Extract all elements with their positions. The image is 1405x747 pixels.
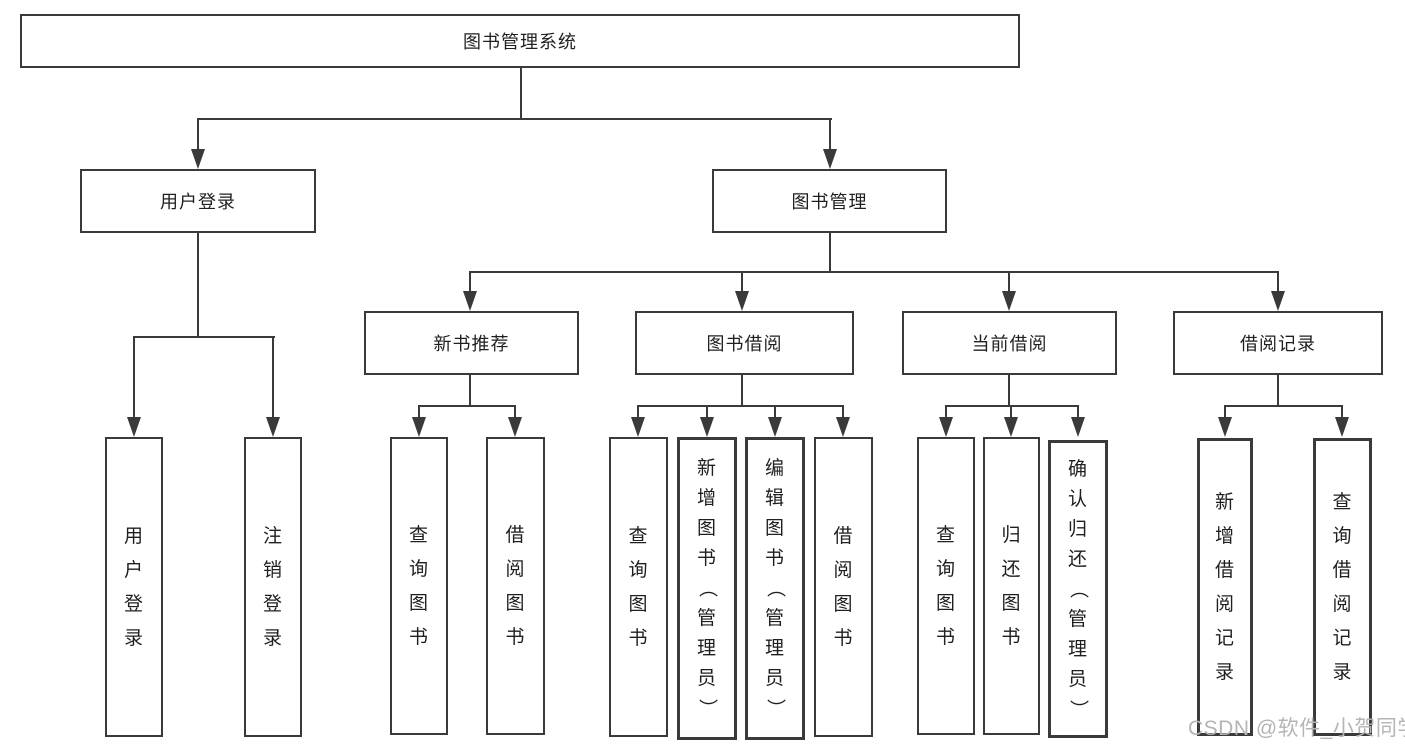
arrowhead-down <box>1004 417 1018 437</box>
connector-line <box>1224 405 1343 407</box>
leaf-user-login-label: 用户登录 <box>123 525 144 649</box>
connector-line <box>1008 271 1010 293</box>
connector-line <box>197 233 199 338</box>
connector-line <box>829 233 831 273</box>
connector-line <box>842 405 844 419</box>
leaf-query-books-current-label: 查询图书 <box>935 524 956 648</box>
leaf-query-books-rec: 查询图书 <box>390 437 448 735</box>
leaf-query-borrow-record-label: 查询借阅记录 <box>1332 491 1353 683</box>
node-root: 图书管理系统 <box>20 14 1020 68</box>
connector-line <box>1277 271 1279 293</box>
leaf-query-books-borrow: 查询图书 <box>609 437 668 737</box>
connector-line <box>418 405 420 419</box>
node-current-borrow-label: 当前借阅 <box>971 334 1048 354</box>
connector-line <box>469 271 471 293</box>
node-user-login-label: 用户登录 <box>160 192 236 212</box>
connector-line <box>197 118 199 151</box>
leaf-edit-book-admin-label: 编辑图书（管理员） <box>764 458 786 719</box>
connector-line <box>469 375 471 407</box>
arrowhead-down <box>735 291 749 311</box>
connector-line <box>945 405 947 419</box>
connector-line <box>272 336 274 419</box>
leaf-add-book-admin: 新增图书（管理员） <box>677 437 737 740</box>
arrowhead-down <box>1071 417 1085 437</box>
leaf-borrow-books-rec: 借阅图书 <box>486 437 545 735</box>
arrowhead-down <box>1335 417 1349 437</box>
leaf-query-books-current: 查询图书 <box>917 437 975 735</box>
connector-line <box>741 271 743 293</box>
leaf-query-books-borrow-label: 查询图书 <box>628 525 649 649</box>
arrowhead-down <box>1002 291 1016 311</box>
arrowhead-down <box>1271 291 1285 311</box>
arrowhead-down <box>191 149 205 169</box>
leaf-logout-label: 注销登录 <box>262 525 283 649</box>
arrowhead-down <box>463 291 477 311</box>
connector-line <box>1224 405 1226 419</box>
arrowhead-down <box>939 417 953 437</box>
node-new-book-rec: 新书推荐 <box>364 311 579 375</box>
connector-line <box>706 405 708 419</box>
connector-line <box>945 405 1079 407</box>
connector-line <box>1008 375 1010 407</box>
leaf-borrow-books-borrow: 借阅图书 <box>814 437 873 737</box>
leaf-return-book: 归还图书 <box>983 437 1040 735</box>
node-borrow-records-label: 借阅记录 <box>1240 334 1316 354</box>
leaf-confirm-return-admin-label: 确认归还（管理员） <box>1067 458 1089 720</box>
connector-line <box>741 375 743 407</box>
node-root-label: 图书管理系统 <box>463 32 577 52</box>
node-book-mgmt-label: 图书管理 <box>791 192 868 212</box>
node-book-borrow: 图书借阅 <box>635 311 854 375</box>
leaf-add-borrow-record: 新增借阅记录 <box>1197 438 1253 736</box>
node-new-book-rec-label: 新书推荐 <box>433 334 510 354</box>
connector-line <box>469 271 1279 273</box>
arrowhead-down <box>823 149 837 169</box>
arrowhead-down <box>412 417 426 437</box>
node-book-borrow-label: 图书借阅 <box>706 334 783 354</box>
arrowhead-down <box>768 417 782 437</box>
connector-line <box>1341 405 1343 419</box>
arrowhead-down <box>127 417 141 437</box>
connector-line <box>774 405 776 419</box>
connector-line <box>514 405 516 419</box>
leaf-user-login: 用户登录 <box>105 437 163 737</box>
connector-line <box>133 336 275 338</box>
leaf-add-borrow-record-label: 新增借阅记录 <box>1214 491 1235 683</box>
leaf-add-book-admin-label: 新增图书（管理员） <box>696 458 718 719</box>
connector-line <box>418 405 516 407</box>
arrowhead-down <box>1218 417 1232 437</box>
connector-line <box>197 118 832 120</box>
leaf-query-borrow-record: 查询借阅记录 <box>1313 438 1372 736</box>
leaf-confirm-return-admin: 确认归还（管理员） <box>1048 440 1108 738</box>
arrowhead-down <box>508 417 522 437</box>
connector-line <box>1077 405 1079 419</box>
connector-line <box>1277 375 1279 407</box>
connector-line <box>829 118 831 151</box>
arrowhead-down <box>631 417 645 437</box>
watermark: CSDN @软件_小贺同学 <box>1188 717 1405 740</box>
leaf-borrow-books-rec-label: 借阅图书 <box>505 524 526 648</box>
node-user-login: 用户登录 <box>80 169 316 233</box>
node-current-borrow: 当前借阅 <box>902 311 1117 375</box>
arrowhead-down <box>836 417 850 437</box>
leaf-borrow-books-borrow-label: 借阅图书 <box>833 525 854 649</box>
leaf-return-book-label: 归还图书 <box>1001 524 1022 648</box>
connector-line <box>637 405 844 407</box>
node-borrow-records: 借阅记录 <box>1173 311 1383 375</box>
leaf-logout: 注销登录 <box>244 437 302 737</box>
connector-line <box>637 405 639 419</box>
connector-line <box>133 336 135 419</box>
connector-line <box>520 68 522 120</box>
connector-line <box>1010 405 1012 419</box>
node-book-mgmt: 图书管理 <box>712 169 947 233</box>
leaf-edit-book-admin: 编辑图书（管理员） <box>745 437 805 740</box>
arrowhead-down <box>266 417 280 437</box>
leaf-query-books-rec-label: 查询图书 <box>408 524 429 648</box>
arrowhead-down <box>700 417 714 437</box>
